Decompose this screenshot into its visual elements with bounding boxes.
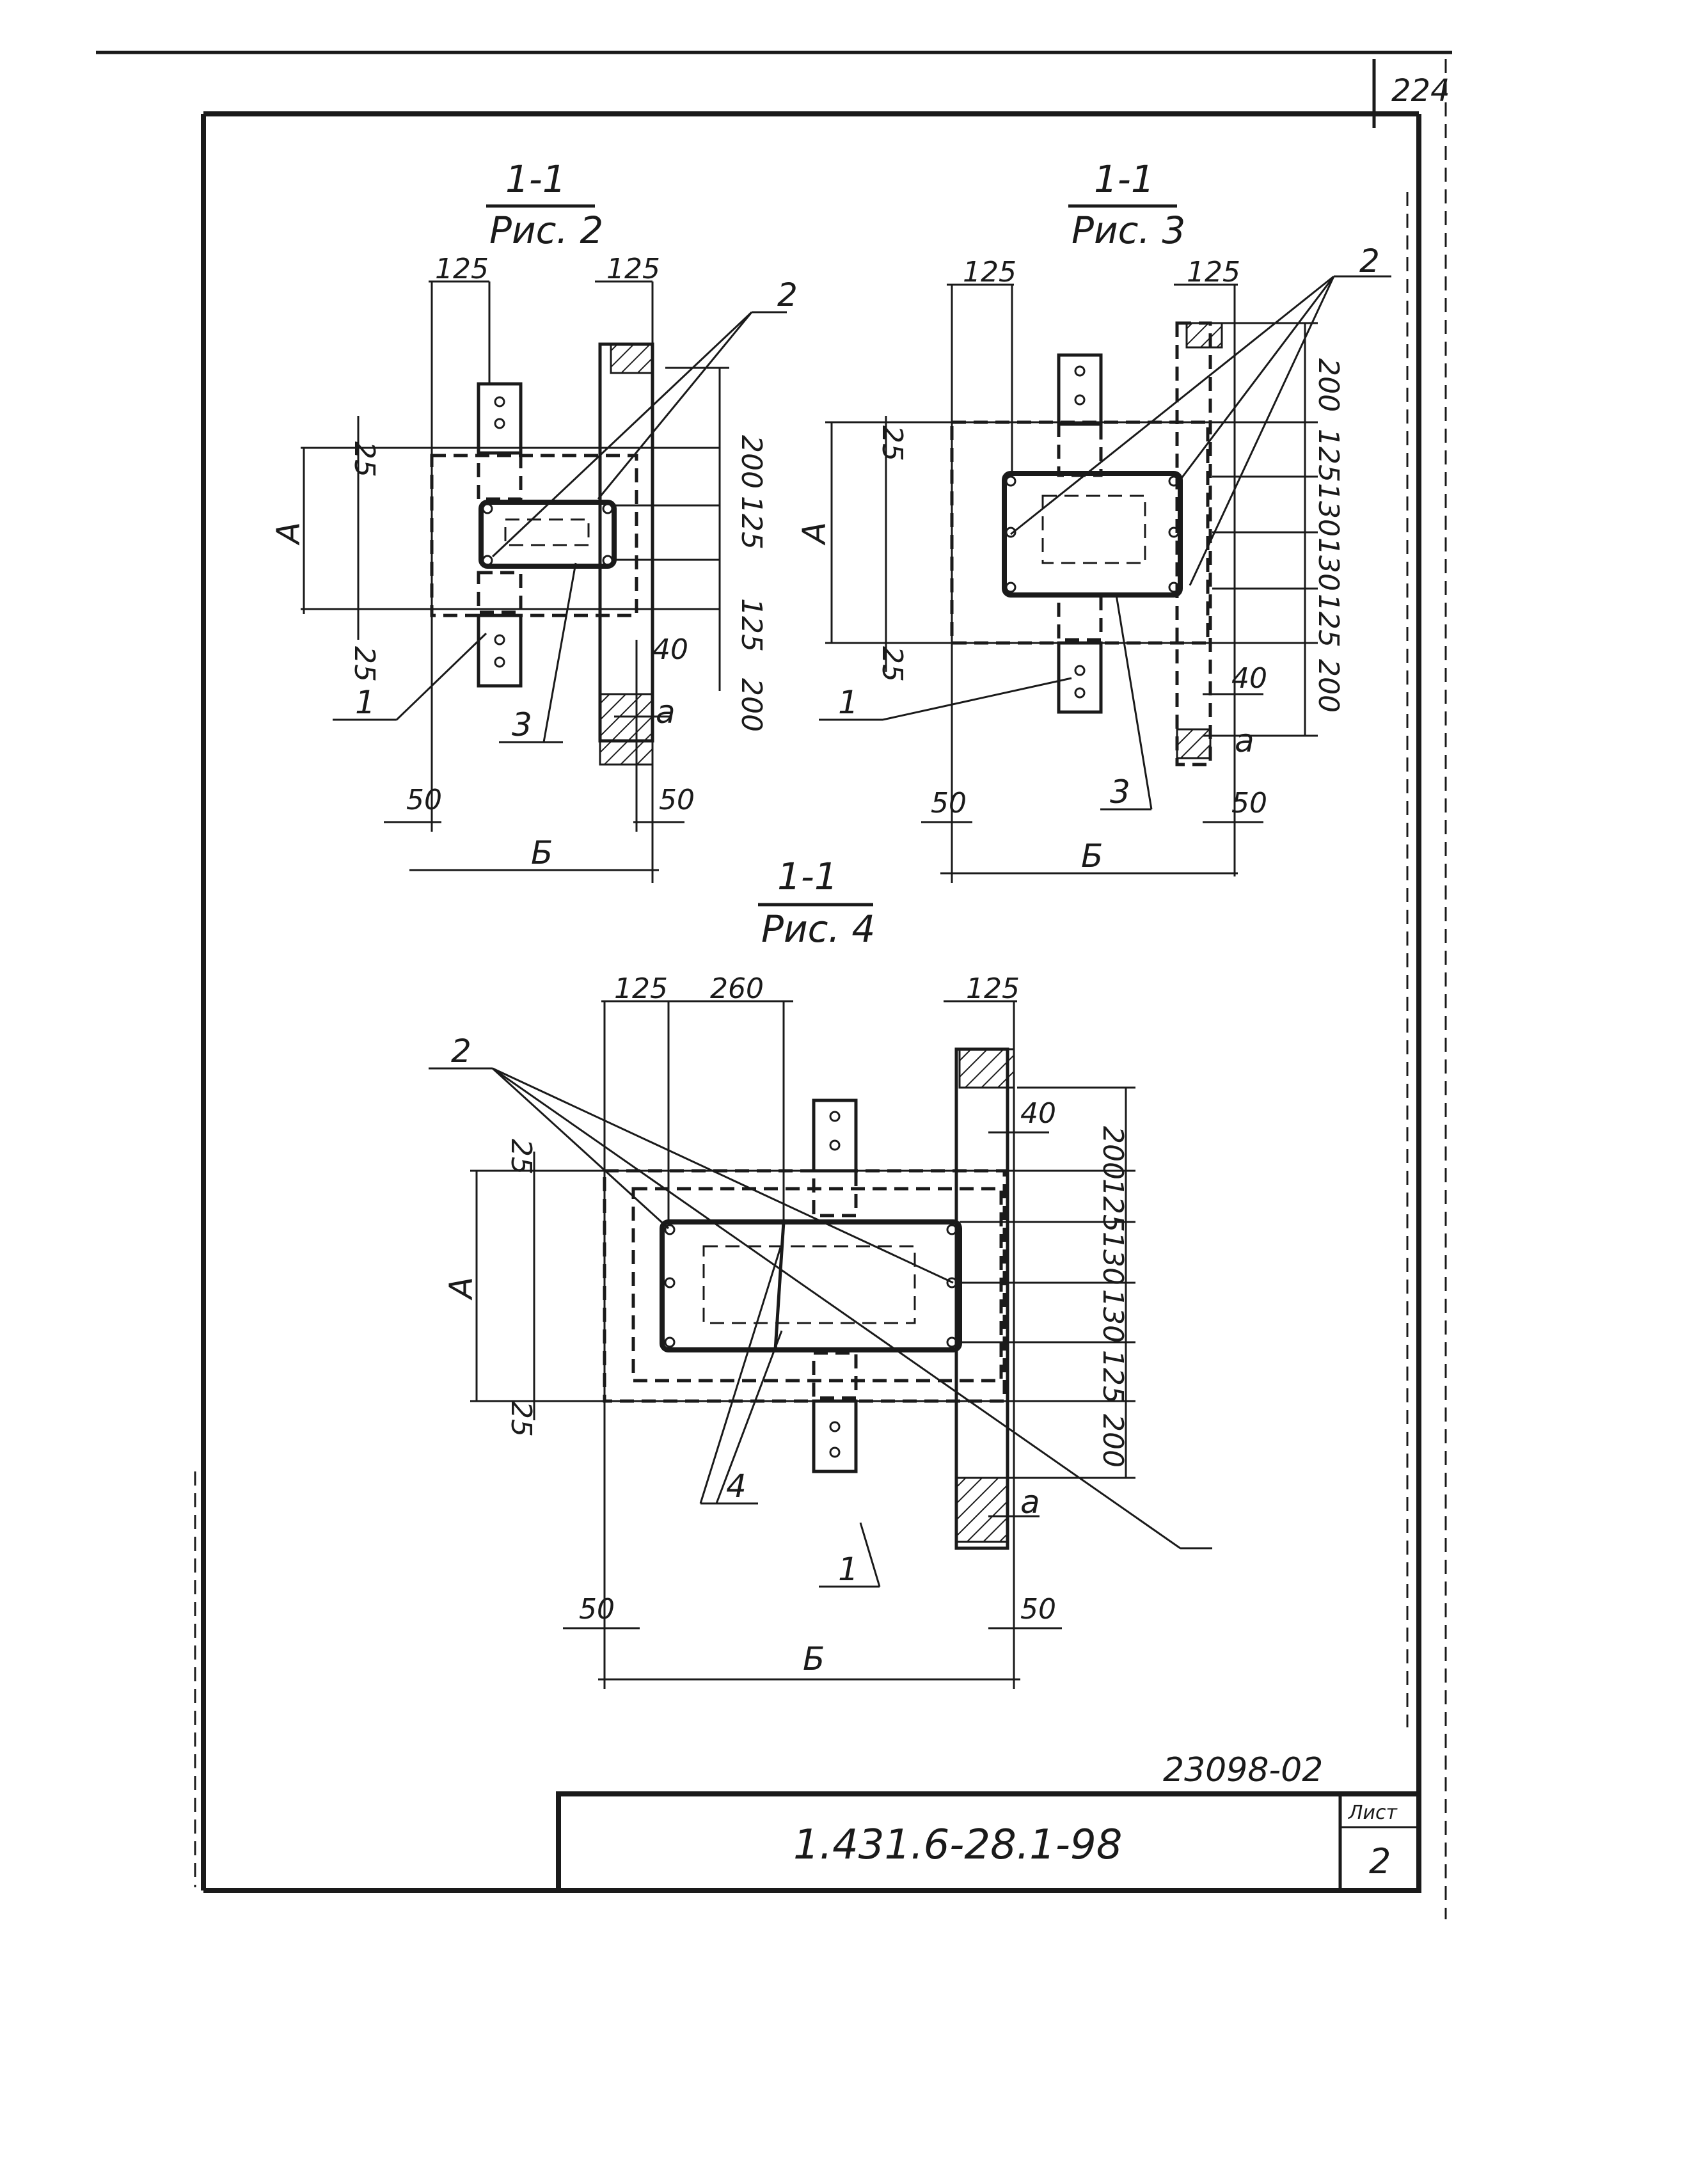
fig3-dim-bottom-right: 50	[1231, 787, 1267, 820]
fig3-dim-right-2: 125	[1312, 429, 1345, 482]
fig4-dim-left-top: 25	[505, 1139, 537, 1175]
corner-sheet-number: 224	[1391, 73, 1450, 109]
fig3-dim-bottom-left: 50	[931, 787, 967, 820]
fig3-dim-left-top: 25	[876, 425, 908, 461]
fig3-dim-height: А	[796, 522, 833, 546]
fig2-dim-top-right: 125	[606, 253, 660, 285]
sheet-label: Лист	[1348, 1802, 1398, 1824]
fig2-dim-a: а	[656, 694, 676, 731]
fig2-dim-left-top: 25	[348, 441, 381, 477]
fig3-callout-1: 1	[838, 684, 858, 721]
fig4-dim-right-5: 125	[1096, 1350, 1129, 1404]
drawing-frame	[96, 51, 1452, 1919]
fig4-dim-a: а	[1020, 1484, 1040, 1521]
fig2-dim-bottom-left: 50	[406, 784, 442, 816]
fig3-wall-hatch-bottom	[1176, 728, 1212, 759]
fig4-dim-top-mid: 260	[710, 972, 764, 1005]
fig2-section-label: 1-1	[505, 157, 566, 201]
fig4-dim-gap: 40	[1020, 1097, 1056, 1130]
fig2-dim-height: А	[270, 522, 307, 546]
fig4-dim-right-2: 125	[1096, 1178, 1129, 1232]
title-block	[556, 1791, 1421, 1893]
fig3-dim-right-1: 200	[1312, 358, 1345, 412]
fig4-wall-hatch-bottom	[955, 1477, 1009, 1543]
fig4-dim-bottom-left: 50	[579, 1593, 615, 1626]
fig3-dim-width: Б	[1081, 837, 1103, 875]
fig2-dim-right-1: 200	[735, 435, 768, 489]
fig4-dim-height: А	[443, 1277, 480, 1301]
fig4-wall-hatch-top	[958, 1048, 1015, 1089]
fig3-callout-3: 3	[1110, 773, 1130, 811]
fig2-dim-top-left: 125	[435, 253, 489, 285]
fig3-dim-right-5: 125	[1312, 594, 1345, 647]
fig2-callout-1: 1	[355, 684, 376, 721]
fig2-title: Рис. 2	[489, 209, 603, 252]
fig4-dim-right-3: 130	[1096, 1232, 1129, 1285]
fig4-dim-right-1: 200	[1096, 1126, 1129, 1180]
fig2-dim-gap: 40	[652, 633, 688, 666]
fig2-dim-right-2: 125	[735, 496, 768, 550]
fig3-dim-right-4: 130	[1312, 537, 1345, 591]
fig4-callout-2: 2	[451, 1033, 471, 1070]
fig3-dim-gap: 40	[1231, 662, 1267, 695]
figure-3: 1-1 Рис. 3	[796, 157, 1391, 883]
fig2-callout-3: 3	[512, 706, 532, 743]
fig2-callout-2: 2	[777, 276, 798, 313]
fig3-dim-a: а	[1235, 722, 1254, 759]
fig3-dim-left-bottom: 25	[876, 646, 908, 682]
fig2-dim-right-3: 125	[735, 598, 768, 652]
fig4-dim-left-bottom: 25	[505, 1401, 537, 1437]
sheet-number: 2	[1369, 1841, 1391, 1882]
fig4-dim-top-right: 125	[966, 972, 1020, 1005]
stamp-code: 23098-02	[1163, 1751, 1323, 1789]
fig2-dim-right-4: 200	[735, 678, 768, 732]
fig2-wall-hatch-top	[610, 343, 654, 374]
document-designation: 1.431.6-28.1-98	[793, 1821, 1122, 1869]
fig3-dim-right-6: 200	[1312, 659, 1345, 713]
fig4-dim-right-4: 130	[1096, 1289, 1129, 1343]
fig4-dim-width: Б	[803, 1640, 825, 1677]
fig4-callout-4: 4	[726, 1468, 747, 1505]
fig4-title: Рис. 4	[761, 907, 875, 951]
fig3-title: Рис. 3	[1071, 209, 1185, 252]
fig2-wall-hatch-bottom	[599, 693, 654, 766]
fig4-callout-1: 1	[838, 1551, 858, 1588]
fig4-section-label: 1-1	[777, 855, 838, 898]
fig3-dim-top-right: 125	[1187, 256, 1240, 289]
fig4-dim-right-6: 200	[1096, 1414, 1129, 1468]
figure-2: 1-1 Рис. 2	[270, 157, 798, 883]
fig3-callout-2: 2	[1359, 242, 1380, 280]
figure-4: 1-1 Рис. 4	[429, 855, 1212, 1689]
fig3-dim-top-left: 125	[963, 256, 1016, 289]
fig2-dim-bottom-right: 50	[659, 784, 695, 816]
fig3-wall-hatch-top	[1185, 322, 1223, 349]
fig2-dim-left-bottom: 25	[348, 646, 381, 682]
fig3-dim-right-3: 130	[1312, 483, 1345, 537]
fig3-section-label: 1-1	[1094, 157, 1155, 201]
fig2-dim-width: Б	[531, 834, 553, 871]
fig4-dim-top-left: 125	[614, 972, 668, 1005]
fig4-dim-bottom-right: 50	[1020, 1593, 1056, 1626]
